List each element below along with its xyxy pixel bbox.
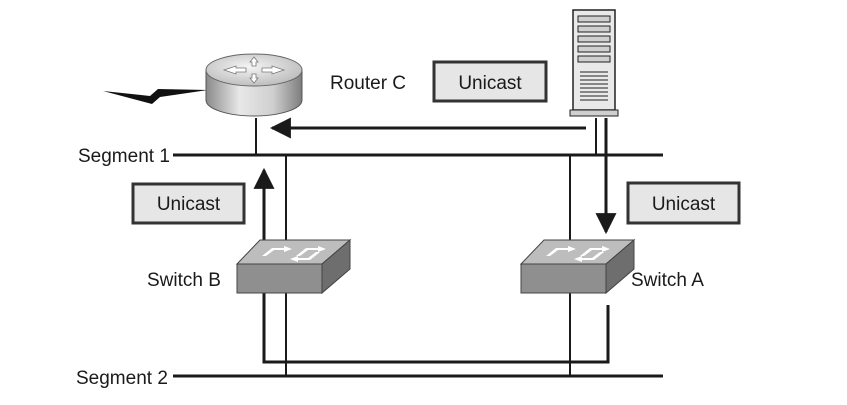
server-tower-icon xyxy=(569,9,619,117)
unicast-box-right: Unicast xyxy=(626,181,741,225)
switch-icon xyxy=(519,238,636,295)
unicast-box-top: Unicast xyxy=(432,60,548,103)
switch-interconnect-path xyxy=(262,293,610,364)
unicast-label-left: Unicast xyxy=(157,194,221,215)
unicast-label-top: Unicast xyxy=(458,73,522,94)
unicast-label-right: Unicast xyxy=(652,194,716,215)
router-icon xyxy=(205,53,303,117)
serial-link-lightning-icon xyxy=(103,89,208,104)
segment-2-label: Segment 2 xyxy=(76,368,168,389)
switch-b-label: Switch B xyxy=(147,270,221,291)
router-c-label: Router C xyxy=(330,73,406,94)
switch-a-label: Switch A xyxy=(631,270,704,291)
segment-1-label: Segment 1 xyxy=(78,146,170,167)
switch-icon xyxy=(235,238,352,295)
unicast-box-left: Unicast xyxy=(131,182,246,225)
